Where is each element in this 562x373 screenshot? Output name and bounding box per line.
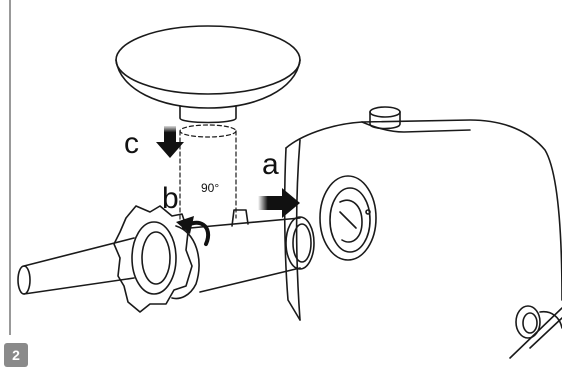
label-b: b (162, 182, 179, 215)
insertion-guide (179, 124, 237, 221)
sausage-nozzle (17, 237, 135, 295)
housing-socket (319, 175, 377, 261)
ring-nut (113, 205, 200, 313)
motor-housing (283, 106, 562, 359)
arrow-c-down (156, 126, 184, 158)
mincer-tube (189, 209, 315, 293)
step-badge: 2 (4, 343, 28, 367)
hopper-tray (115, 25, 301, 124)
release-knob (515, 305, 562, 339)
angle-label: 90° (201, 181, 219, 195)
arrow-b-rotate (176, 216, 210, 246)
label-a: a (262, 148, 279, 181)
arrow-a-right (258, 188, 300, 218)
label-c: c (124, 127, 139, 160)
step-number: 2 (12, 347, 20, 363)
